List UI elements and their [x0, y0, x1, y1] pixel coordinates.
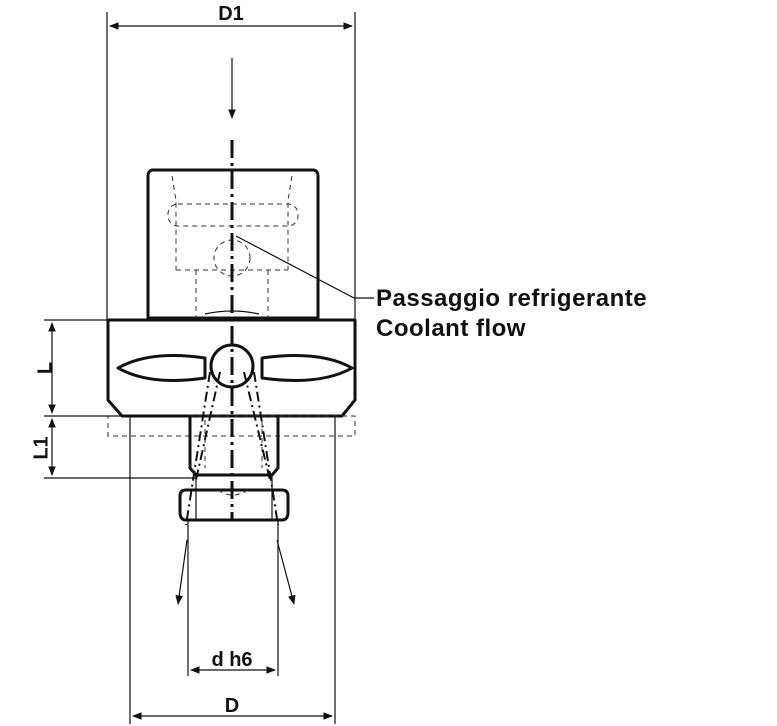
dimension-l1: L1 [30, 418, 196, 479]
coolant-callout: Passaggio refrigerante Coolant flow [235, 235, 647, 342]
dimension-d-h6: d h6 [187, 520, 279, 676]
callout-line-italian: Passaggio refrigerante [376, 285, 647, 312]
dimension-d: D [129, 436, 336, 724]
dimension-l: L [34, 319, 190, 417]
dimension-label-l1: L1 [30, 436, 52, 459]
coolant-flow-path [175, 58, 296, 605]
tool-holder-body [106, 168, 357, 522]
dimension-label-d-h6: d h6 [211, 649, 252, 671]
dimension-d1: D1 [106, 3, 356, 320]
dimension-label-l: L [34, 362, 56, 374]
dimension-label-d: D [225, 695, 239, 717]
dimension-label-d1: D1 [218, 3, 244, 25]
callout-line-english: Coolant flow [376, 315, 526, 342]
